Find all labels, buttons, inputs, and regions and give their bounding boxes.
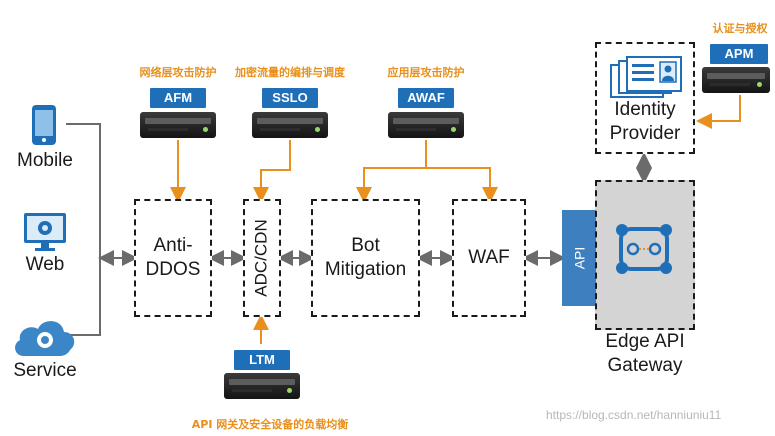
link-apm (696, 95, 741, 129)
sslo-caption: 加密流量的编排与调度 (235, 66, 345, 79)
api-bar: API (562, 210, 596, 306)
edge-api-gateway-box (595, 180, 695, 330)
client-label-mobile: Mobile (17, 150, 73, 171)
client-bracket (66, 123, 101, 336)
link-awaf-waf (426, 167, 498, 203)
awaf-tag: AWAF (398, 88, 454, 108)
afm-tag: AFM (150, 88, 206, 108)
adc-cdn-box: ADC/CDN (243, 199, 281, 317)
awaf-appliance-icon (388, 112, 464, 138)
afm-caption: 网络层攻击防护 (139, 66, 217, 79)
ltm-appliance-icon (224, 373, 300, 399)
bot-mitigation-label: Bot Mitigation (324, 235, 407, 280)
link-sslo (253, 140, 291, 203)
apm-tag: APM (710, 44, 768, 64)
sslo-tag: SSLO (262, 88, 318, 108)
anti-ddos-label: Anti- DDOS (145, 235, 201, 280)
anti-ddos-box: Anti- DDOS (134, 199, 212, 317)
watermark-url: https://blog.csdn.net/hanniuniu11 (546, 408, 722, 422)
cloud-service-icon (12, 316, 78, 358)
mobile-phone-icon (31, 104, 57, 146)
link-awaf-bot (356, 167, 426, 203)
ltm-caption: API 网关及安全设备的负载均衡 (191, 418, 349, 431)
apm-caption: 认证与授权 (712, 22, 768, 35)
identity-provider-label: Identity Provider (609, 99, 681, 144)
waf-label: WAF (468, 247, 510, 268)
bot-mitigation-box: Bot Mitigation (311, 199, 420, 317)
identity-card-icon (610, 56, 682, 98)
api-label: API (570, 246, 587, 270)
awaf-caption: 应用层攻击防护 (387, 66, 465, 79)
adc-cdn-label: ADC/CDN (252, 219, 272, 297)
edge-api-gateway-label: Edge API Gateway (605, 331, 685, 376)
waf-box: WAF (452, 199, 526, 317)
ltm-tag: LTM (234, 350, 290, 370)
client-label-web: Web (25, 254, 65, 275)
sslo-appliance-icon (252, 112, 328, 138)
afm-appliance-icon (140, 112, 216, 138)
apm-appliance-icon (702, 67, 770, 93)
web-monitor-icon (23, 212, 67, 252)
edge-api-gateway-panel (595, 180, 695, 330)
gateway-network-icon (612, 222, 676, 276)
client-label-service: Service (13, 360, 77, 381)
